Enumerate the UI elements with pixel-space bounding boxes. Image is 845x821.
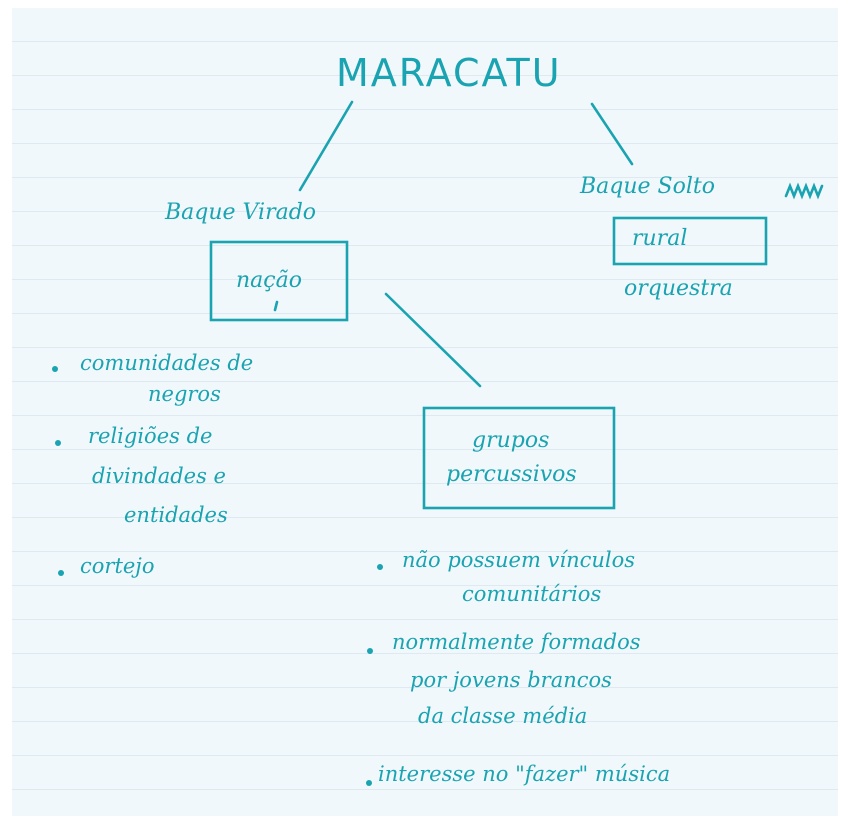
diagram-title: MARACATU (336, 51, 562, 95)
note-religioes-line1: religiões de (88, 424, 213, 448)
box-grupos-percussivos (422, 406, 616, 510)
note-comunidades-line2: negros (148, 382, 221, 406)
connector-right (590, 102, 634, 166)
bullet-2 (55, 440, 61, 446)
scribble-mark (784, 182, 824, 200)
box-label-percussivos: percussivos (446, 462, 577, 487)
bullet-1 (52, 366, 58, 372)
note-comunidades-line1: comunidades de (80, 351, 254, 375)
note-fazer-musica: interesse no "fazer" música (378, 762, 671, 786)
box-label-rural: rural (632, 226, 688, 251)
label-orquestra: orquestra (624, 276, 733, 301)
cedilla-mark (273, 300, 279, 312)
label-baque-virado: Baque Virado (165, 200, 317, 225)
note-vinculos-line1: não possuem vínculos (402, 548, 636, 572)
box-rural (612, 216, 768, 266)
note-formados-line3: da classe média (418, 704, 588, 728)
note-religioes-line3: entidades (124, 503, 228, 527)
bullet-4 (377, 564, 383, 570)
bullet-5 (367, 648, 373, 654)
note-religioes-line2: divindades e (92, 464, 226, 488)
note-formados-line2: por jovens brancos (410, 668, 612, 692)
box-nacao (209, 240, 349, 322)
note-formados-line1: normalmente formados (392, 630, 641, 654)
connector-left (298, 100, 354, 192)
label-baque-solto: Baque Solto (580, 174, 715, 199)
note-cortejo: cortejo (80, 554, 155, 578)
bullet-6 (366, 780, 372, 786)
connector-center (384, 292, 482, 388)
bullet-3 (58, 570, 64, 576)
box-label-grupos: grupos (472, 428, 550, 453)
box-label-nacao: nação (236, 268, 302, 293)
note-vinculos-line2: comunitários (462, 582, 602, 606)
